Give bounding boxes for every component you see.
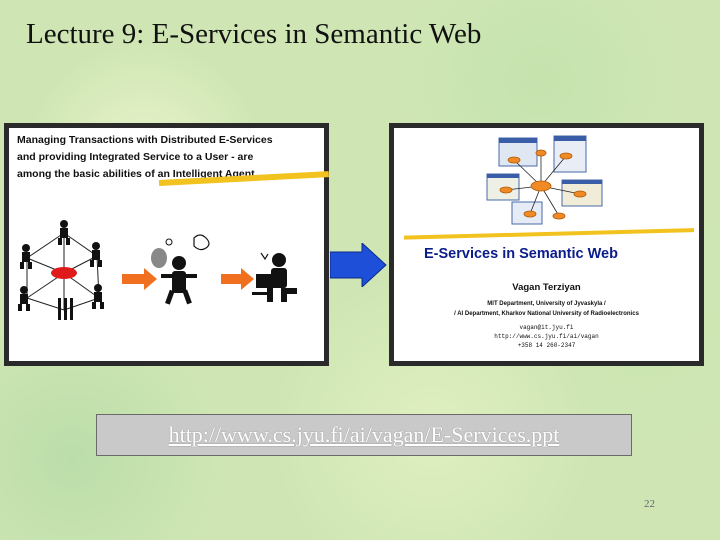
author-name: Vagan Terziyan — [512, 282, 581, 293]
orange-arrow — [122, 268, 157, 290]
contact-url: http://www.cs.jyu.fi/ai/vagan — [494, 333, 599, 340]
service-figure — [90, 242, 102, 267]
heading-line: among the basic abilities of an Intellig… — [17, 168, 255, 180]
blue-arrow-icon — [330, 243, 387, 287]
heading-line: and providing Integrated Service to a Us… — [17, 151, 254, 163]
right-slide-thumbnail: E-Services in Semantic Web Vagan Terziya… — [389, 123, 704, 366]
left-slide-thumbnail: Managing Transactions with Distributed E… — [4, 123, 329, 366]
hub-node — [51, 267, 77, 279]
presentation-link[interactable]: http://www.cs.jyu.fi/ai/vagan/E-Services… — [168, 422, 560, 447]
user-at-computer-figure — [252, 252, 297, 302]
right-slide-title: E-Services in Semantic Web — [424, 246, 618, 262]
semantic-web-network-graphic — [403, 135, 695, 240]
agent-services-diagram — [18, 220, 297, 320]
affiliation-line: / AI Department, Kharkov National Univer… — [454, 311, 639, 317]
slide-title: Lecture 9: E-Services in Semantic Web — [26, 18, 482, 50]
contact-email: vagan@it.jyu.fi — [519, 324, 574, 331]
affiliation-line: MIT Department, University of Jyvaskyla … — [487, 301, 606, 307]
agent-figure — [151, 234, 210, 305]
page-number: 22 — [644, 498, 655, 510]
service-figure — [58, 220, 70, 245]
service-figure — [92, 284, 104, 309]
url-box: http://www.cs.jyu.fi/ai/vagan/E-Services… — [96, 414, 632, 456]
heading-line: Managing Transactions with Distributed E… — [17, 134, 273, 146]
service-figure — [20, 244, 32, 269]
contact-phone: +358 14 260-2347 — [517, 342, 576, 349]
service-figure — [58, 298, 73, 320]
orange-arrow — [221, 268, 254, 290]
service-figure — [18, 286, 30, 311]
left-slide-heading: Managing Transactions with Distributed E… — [17, 132, 322, 183]
